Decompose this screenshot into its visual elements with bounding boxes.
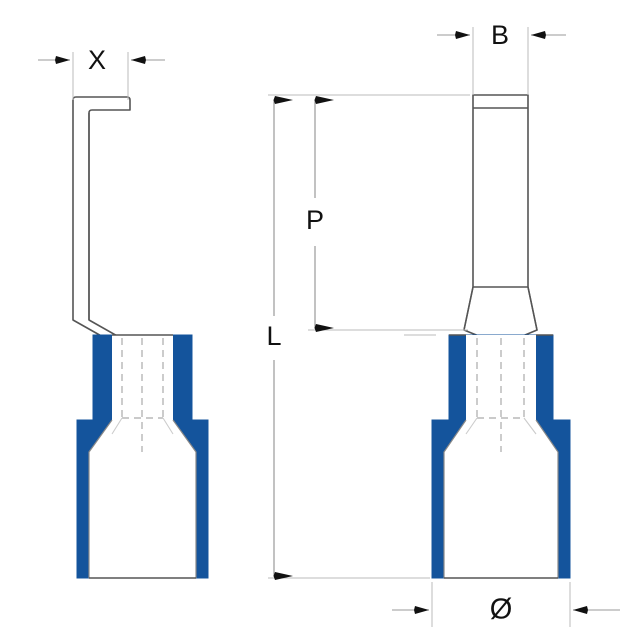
dimension-x: X [38, 45, 165, 100]
left-bore-left-taper [88, 419, 113, 578]
right-bore-right-taper [535, 419, 559, 578]
straight-pin-outline [463, 94, 538, 346]
dimension-b-label: B [491, 20, 509, 50]
right-hidden-metal-lines [476, 338, 525, 452]
left-bore-right-taper [172, 419, 197, 578]
dimension-l: L [266, 96, 293, 580]
dimension-diameter-label: Ø [490, 594, 513, 626]
dimension-b: B [437, 20, 566, 95]
right-insulation-sleeve [431, 334, 571, 579]
pin-flare-edges [463, 286, 538, 331]
pin-contour [463, 94, 538, 346]
right-hidden-shoulders [465, 417, 537, 435]
left-sleeve-lower-bore [89, 420, 196, 578]
reference-extension-lines [268, 94, 470, 579]
left-insulation-sleeve [76, 334, 209, 579]
dimension-p: P [306, 96, 334, 332]
right-sleeve-lower-bore [444, 420, 558, 578]
dimension-l-label: L [266, 321, 281, 351]
right-view-straight-pin-terminal [431, 94, 571, 579]
dimension-p-label: P [306, 205, 324, 235]
right-bore-left-taper [443, 419, 467, 578]
left-hidden-metal-lines [121, 338, 164, 452]
dimension-x-label: X [88, 45, 106, 75]
left-view-hooked-blade-terminal [72, 96, 209, 579]
dimension-diameter: Ø [392, 582, 620, 627]
left-hidden-shoulders [111, 417, 174, 435]
